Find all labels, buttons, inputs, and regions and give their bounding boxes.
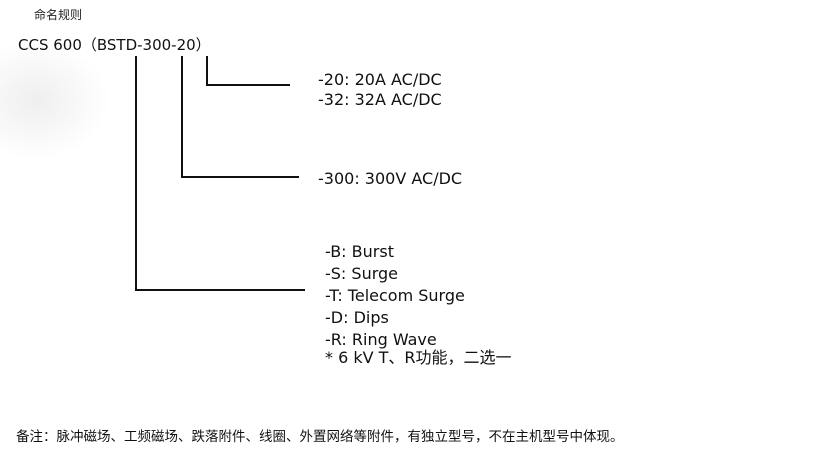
branch-functions-ring-wave: -R: Ring Wave	[325, 330, 437, 349]
connector-current-horizontal	[206, 84, 290, 86]
connector-voltage-vertical	[181, 56, 183, 178]
connector-current-vertical	[206, 56, 208, 86]
background-shadow	[0, 40, 110, 160]
branch-functions-burst: -B: Burst	[325, 242, 394, 261]
connector-voltage-horizontal	[181, 176, 299, 178]
diagram-title: 命名规则	[34, 8, 83, 22]
connector-functions-vertical	[135, 56, 137, 291]
branch-current-line-1: -20: 20A AC/DC	[318, 70, 442, 89]
connector-functions-horizontal	[135, 289, 305, 291]
branch-functions-telecom-surge: -T: Telecom Surge	[325, 286, 465, 305]
branch-current-line-2: -32: 32A AC/DC	[318, 90, 442, 109]
branch-functions-surge: -S: Surge	[325, 264, 398, 283]
model-code: CCS 600（BSTD-300-20）	[18, 36, 211, 54]
branch-functions-dips: -D: Dips	[325, 308, 389, 327]
branch-functions-footnote: * 6 kV T、R功能，二选一	[325, 348, 512, 367]
footer-note: 备注：脉冲磁场、工频磁场、跌落附件、线圈、外置网络等附件，有独立型号，不在主机型…	[16, 429, 624, 445]
branch-voltage-line-1: -300: 300V AC/DC	[318, 169, 463, 188]
